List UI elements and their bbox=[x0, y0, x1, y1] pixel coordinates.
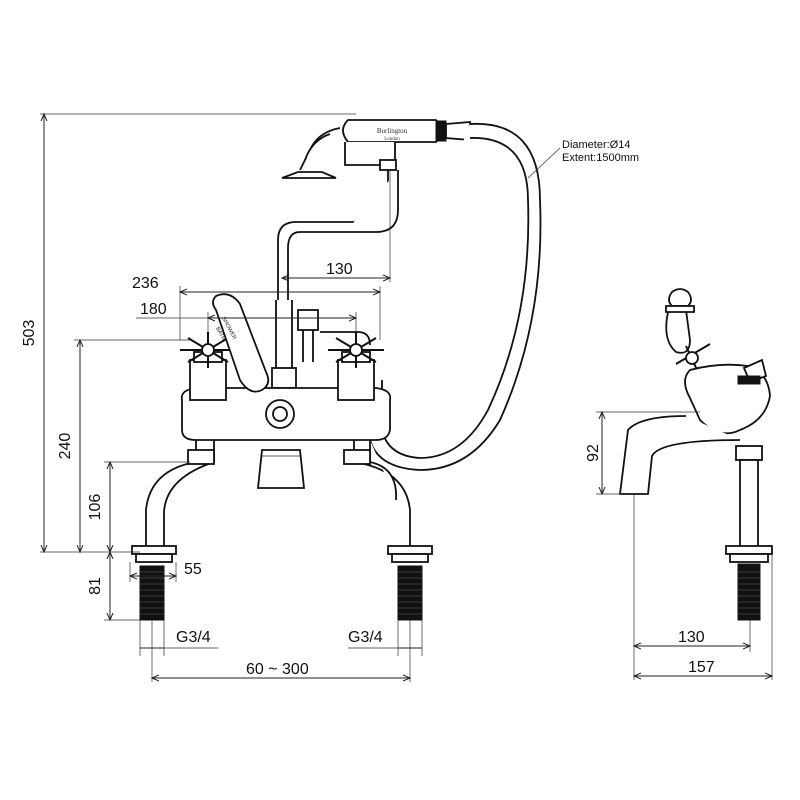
dim-side-depth: 157 bbox=[688, 659, 715, 676]
front-dimensions: 503 240 106 81 236 180 130 55 G3/ bbox=[21, 114, 639, 682]
dim-thread-left: G3/4 bbox=[176, 629, 211, 646]
dim-side-spout-height: 92 bbox=[585, 444, 602, 462]
hose-diameter-note: Diameter:Ø14 bbox=[562, 139, 630, 151]
brand-name: Burlington bbox=[377, 127, 408, 135]
hose-extent-note: Extent:1500mm bbox=[562, 152, 639, 164]
dim-handle-spacing: 180 bbox=[140, 301, 167, 318]
dim-thread-right: G3/4 bbox=[348, 629, 383, 646]
side-view bbox=[618, 288, 773, 621]
side-dimensions: 92 130 157 bbox=[585, 412, 772, 680]
dim-spout-height: 106 bbox=[87, 494, 104, 521]
front-view: SHOWER BATH Burlington London bbox=[131, 119, 542, 621]
hand-shower bbox=[281, 119, 471, 179]
right-valve bbox=[328, 332, 384, 401]
dim-shank-length: 81 bbox=[87, 577, 104, 595]
dim-overall-height: 503 bbox=[21, 320, 38, 347]
dim-handle-width: 236 bbox=[132, 275, 159, 292]
dim-shank-width: 55 bbox=[184, 561, 202, 578]
dim-side-projection: 130 bbox=[678, 629, 705, 646]
dim-hose-offset: 130 bbox=[326, 261, 353, 278]
dim-centres: 60 ~ 300 bbox=[246, 661, 309, 678]
brand-city: London bbox=[384, 137, 400, 142]
left-valve bbox=[180, 332, 236, 401]
dim-valve-height: 240 bbox=[57, 433, 74, 460]
